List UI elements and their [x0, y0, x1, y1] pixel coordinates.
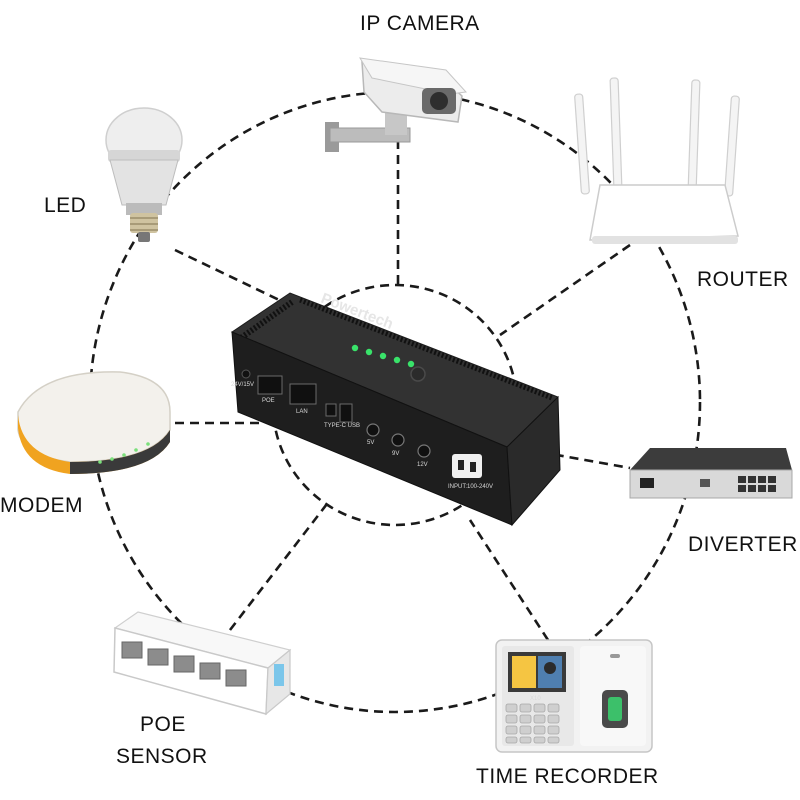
label-modem: MODEM	[0, 494, 83, 517]
label-ip-camera: IP CAMERA	[360, 12, 480, 35]
spoke-led	[174, 248, 301, 312]
modem-image	[17, 371, 171, 474]
label-diverter: DIVERTER	[688, 533, 798, 556]
time-recorder-model-text: X10	[530, 696, 541, 702]
label-sensor: SENSOR	[116, 745, 208, 768]
router-image	[574, 77, 740, 244]
port-label-poe: POE	[262, 398, 275, 404]
label-led: LED	[44, 194, 86, 217]
spoke-poe-sensor	[228, 499, 332, 631]
port-label-dc-in: 24V/15V	[231, 382, 254, 388]
led-bulb-image	[105, 107, 183, 242]
spoke-router	[499, 243, 631, 337]
powertech-ups-device: Powertech 24V/15V POE LAN TYPE-C USB 5V …	[230, 290, 561, 527]
diverter-image	[629, 448, 793, 499]
spoke-time-recorder	[468, 519, 550, 641]
power-icon	[410, 366, 426, 382]
port-label-5v: 5V	[367, 440, 374, 446]
port-label-9v: 9V	[392, 451, 399, 457]
label-router: ROUTER	[697, 268, 789, 291]
port-label-usb: TYPE-C USB	[324, 423, 360, 429]
port-label-input: INPUT:100-240V	[448, 484, 493, 490]
ip-camera-image	[325, 57, 468, 152]
label-poe: POE	[140, 713, 186, 736]
port-label-lan: LAN	[296, 409, 308, 415]
poe-sensor-image	[113, 611, 292, 716]
port-label-12v: 12V	[417, 462, 428, 468]
time-recorder-image: X10	[495, 639, 653, 753]
label-time-recorder: TIME RECORDER	[476, 765, 659, 788]
